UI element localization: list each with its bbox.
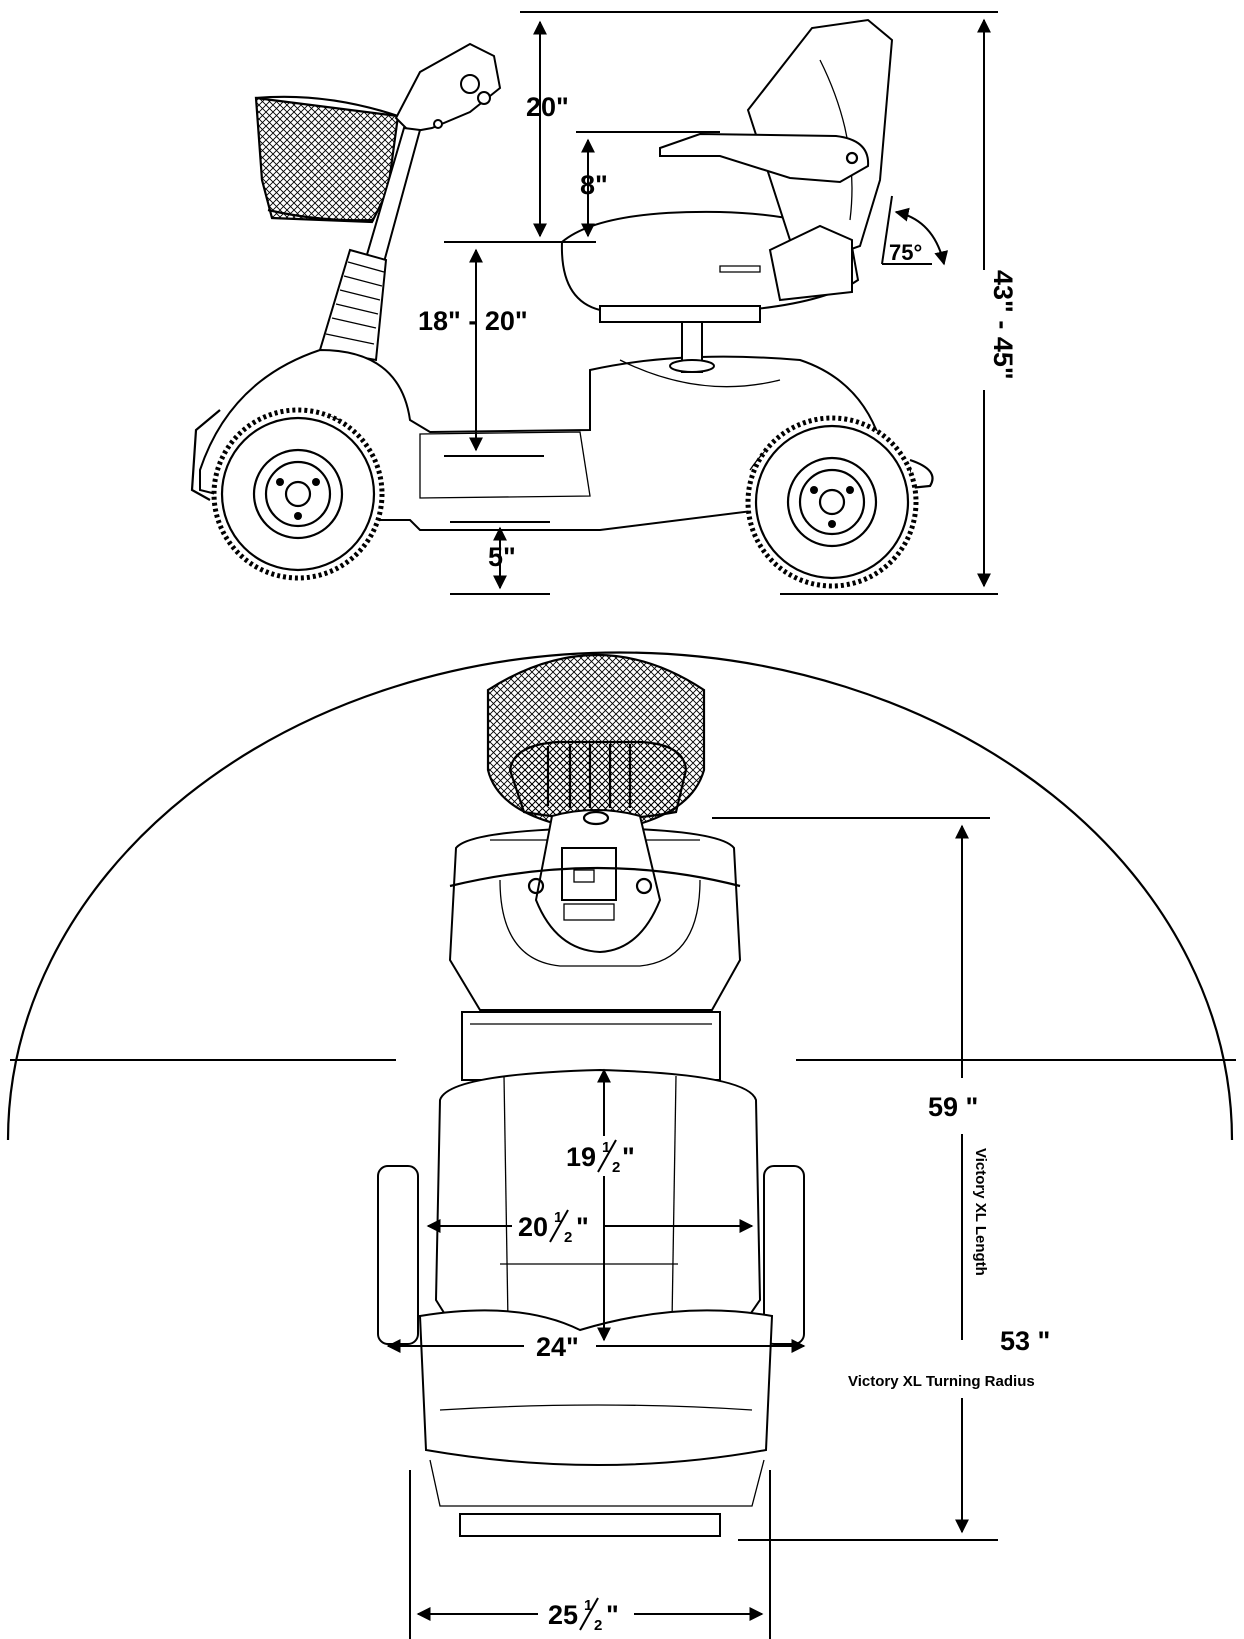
top-seat xyxy=(434,1068,762,1333)
label-recline-angle: 75° xyxy=(889,240,922,265)
svg-text:": " xyxy=(576,1212,589,1242)
label-overall-height: 43" - 45" xyxy=(988,270,1018,380)
side-view-scooter xyxy=(190,18,934,589)
armrest xyxy=(659,132,870,184)
label-turning-caption: Victory XL Turning Radius xyxy=(848,1373,1035,1390)
top-view-dimensions xyxy=(386,817,998,1639)
label-overall-length: 59 " xyxy=(928,1092,978,1122)
svg-text:19: 19 xyxy=(566,1142,596,1172)
label-turning-radius: 53 " xyxy=(1000,1326,1050,1356)
front-wheel xyxy=(211,407,385,581)
top-view-scooter xyxy=(6,651,1236,1537)
left-armrest xyxy=(377,1165,419,1345)
label-armrest-height: 8" xyxy=(580,170,608,200)
svg-text:1: 1 xyxy=(584,1597,592,1614)
svg-text:2: 2 xyxy=(612,1159,620,1176)
svg-text:2: 2 xyxy=(564,1229,572,1246)
svg-text:1: 1 xyxy=(602,1139,610,1156)
svg-text:2: 2 xyxy=(594,1617,602,1634)
label-overall-width: 25 1 2 " xyxy=(548,1597,619,1634)
svg-text:": " xyxy=(622,1142,635,1172)
label-seat-depth: 19 1 2 " xyxy=(566,1139,635,1176)
turning-radius-arc xyxy=(6,651,1234,1141)
label-seat-width: 20 1 2 " xyxy=(518,1209,589,1246)
svg-text:": " xyxy=(606,1600,619,1630)
label-armrest-width: 24" xyxy=(536,1332,579,1362)
right-armrest xyxy=(763,1165,805,1345)
label-top-seat-height: 20" xyxy=(526,92,569,122)
steering-boot xyxy=(318,248,388,362)
label-ground-clearance: 5" xyxy=(488,542,516,572)
side-view-dimensions xyxy=(444,11,998,595)
label-seat-floor-height: 18" - 20" xyxy=(418,306,528,336)
svg-text:20: 20 xyxy=(518,1212,548,1242)
svg-text:1: 1 xyxy=(554,1209,562,1226)
tiller xyxy=(394,42,502,134)
svg-text:25: 25 xyxy=(548,1600,578,1630)
rear-wheel xyxy=(745,415,919,589)
label-length-caption: Victory XL Length xyxy=(972,1148,989,1276)
basket xyxy=(254,96,400,224)
